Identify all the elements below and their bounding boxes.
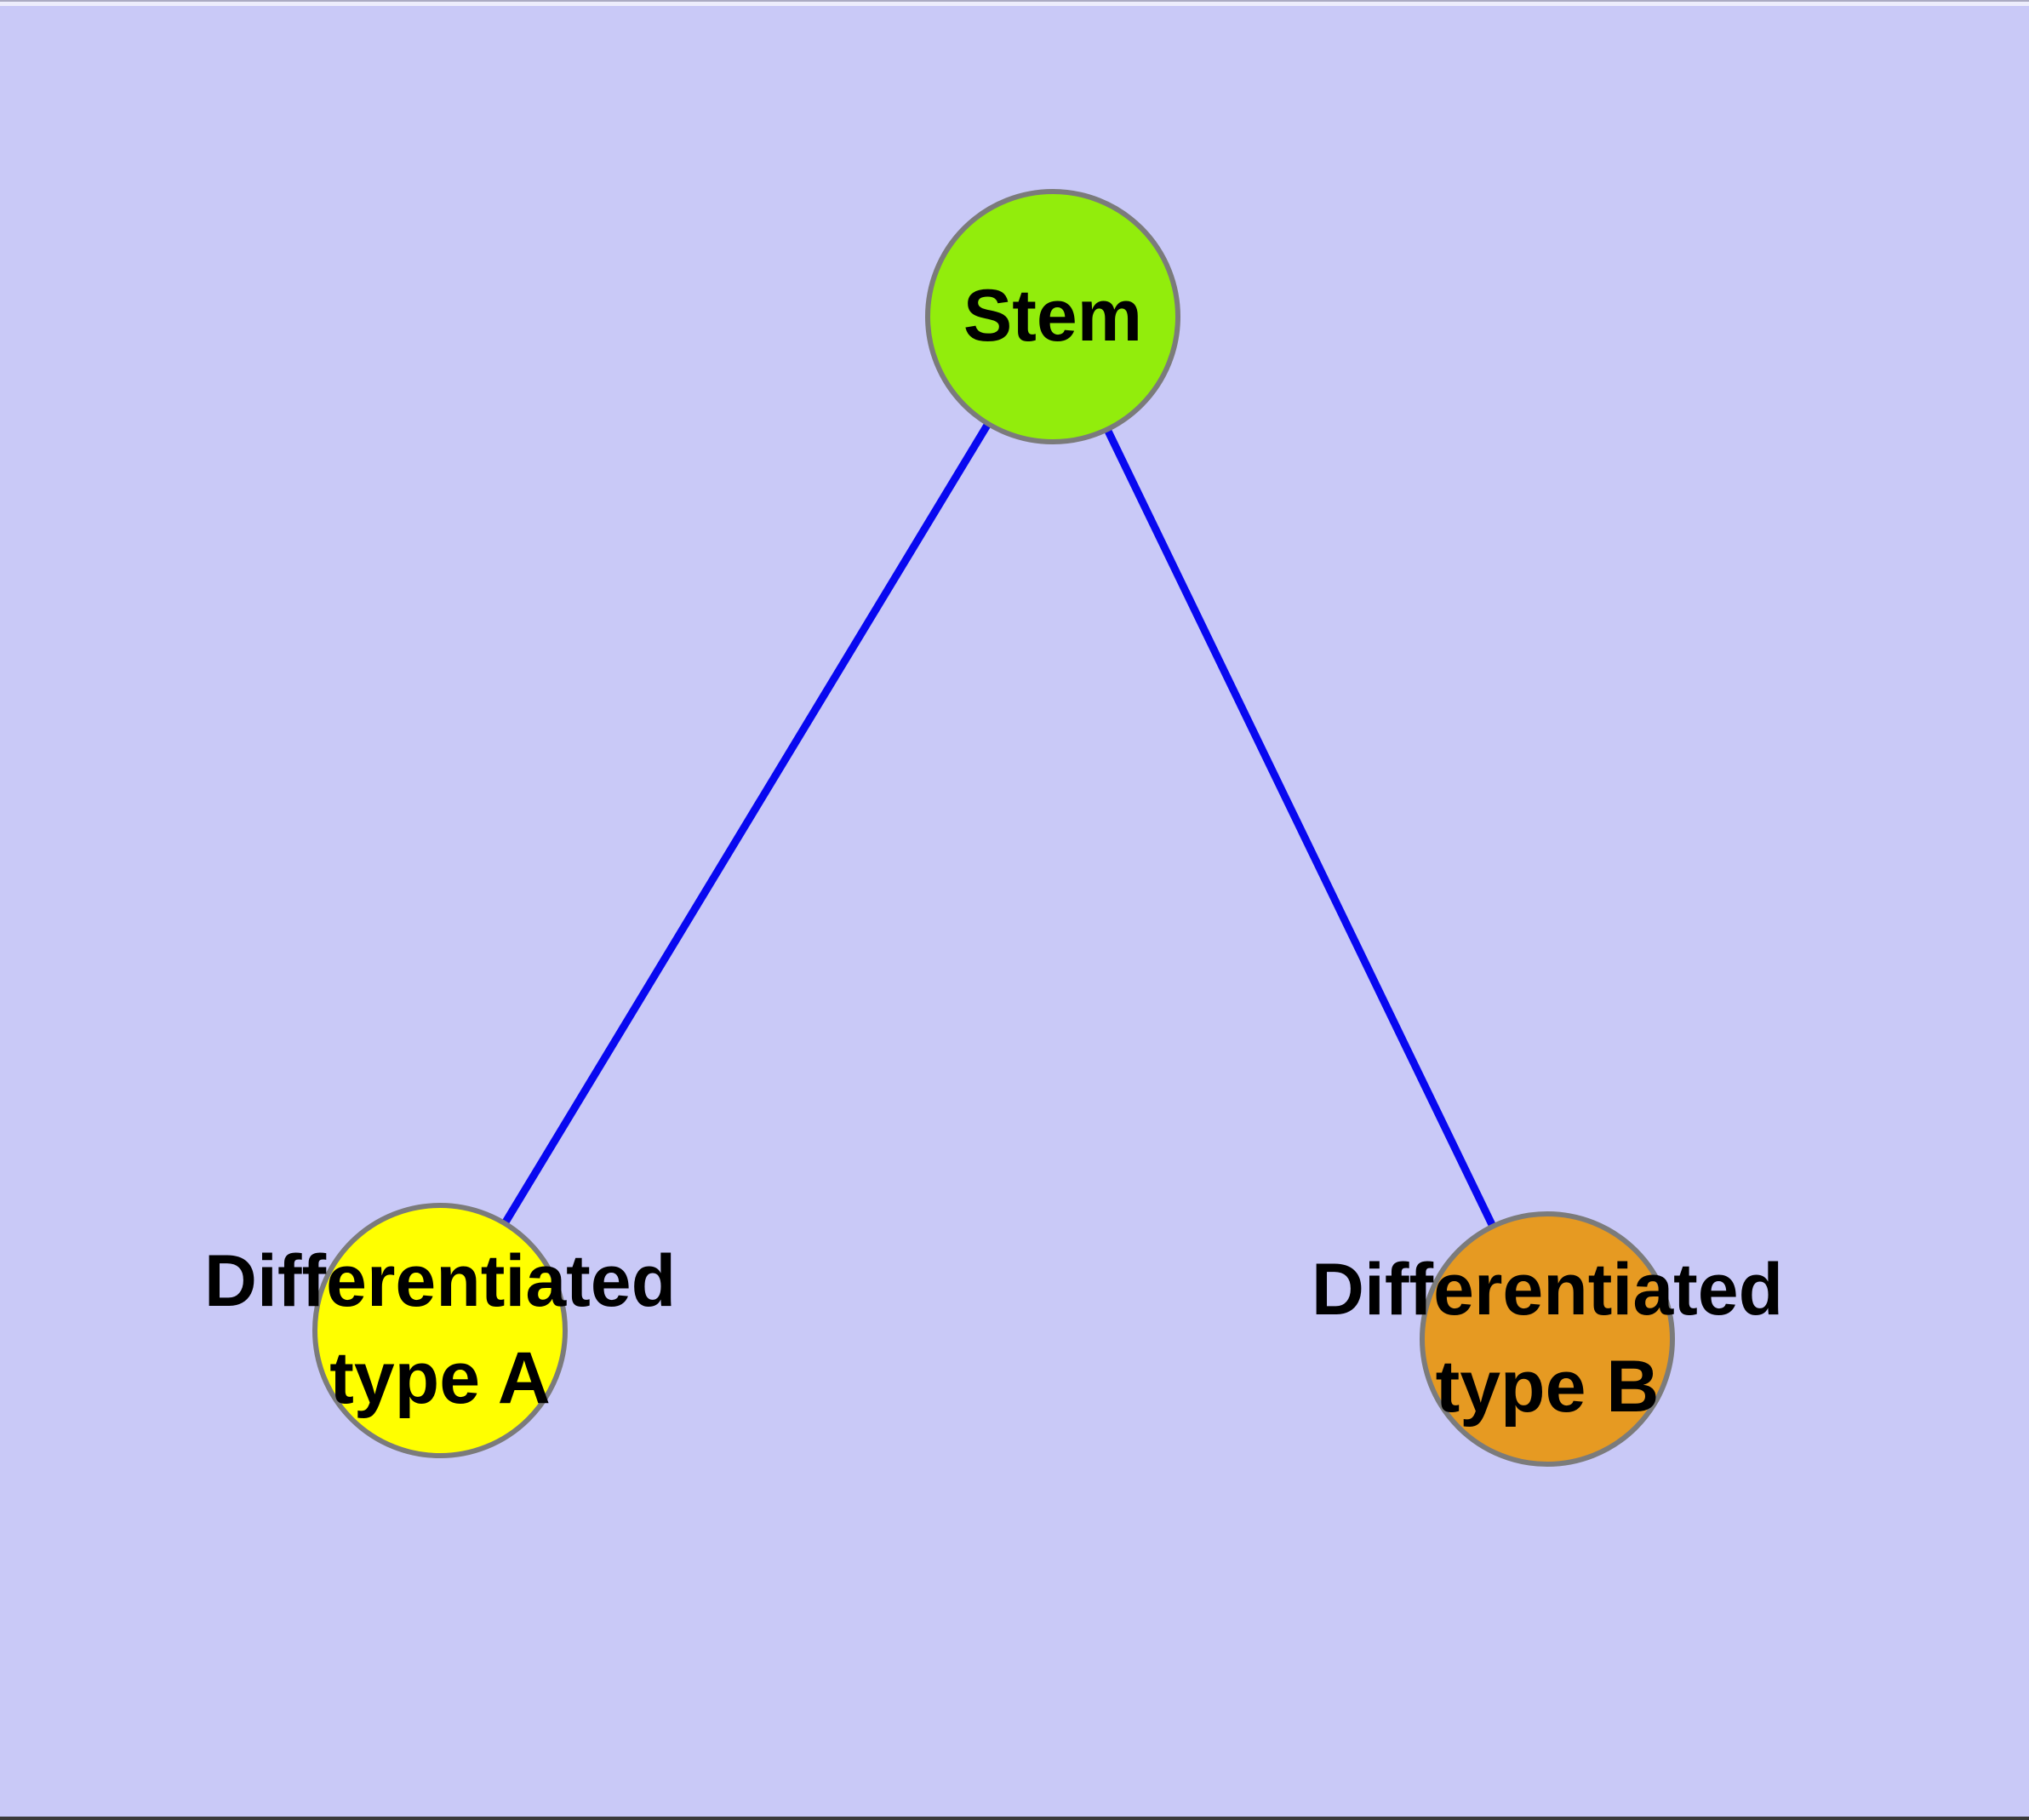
node-stem-label: Stem xyxy=(963,275,1143,358)
window-top-edge xyxy=(0,0,2029,6)
edge-stem-to-typeA xyxy=(437,314,1056,1333)
window-bottom-edge xyxy=(0,1817,2029,1820)
node-differentiated-type-b: Differentiated type B xyxy=(1312,1211,1783,1467)
edge-stem-to-typeB xyxy=(1049,315,1552,1341)
node-differentiated-type-a: Differentiated type A xyxy=(204,1203,676,1458)
node-stem: Stem xyxy=(925,189,1180,444)
